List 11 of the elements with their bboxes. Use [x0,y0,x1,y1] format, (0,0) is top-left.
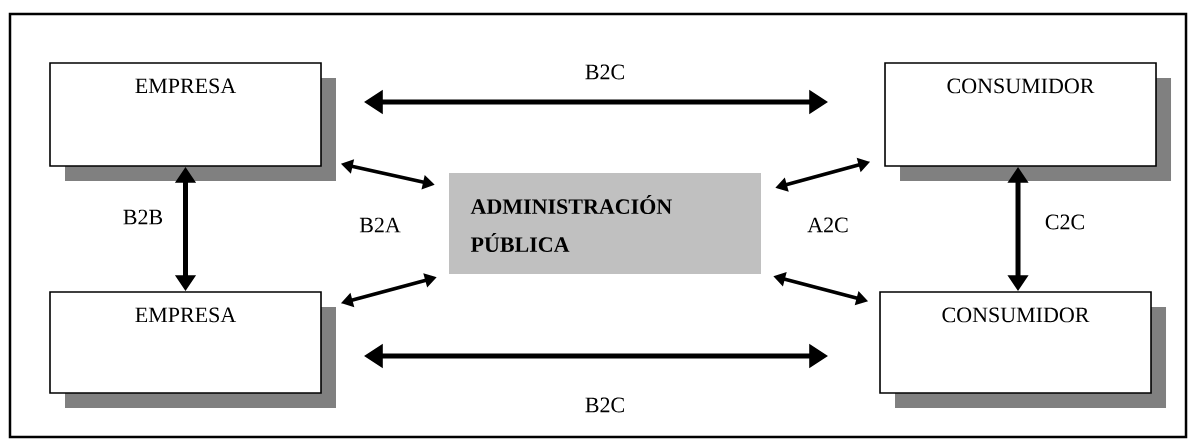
relation-label: A2C [807,217,848,233]
shadowed-box: EMPRESA [49,62,336,181]
shadowed-box: CONSUMIDOR [884,62,1171,181]
agency-box: ADMINISTRACIÓN PÚBLICA [449,173,761,274]
edge-label: B2B [121,208,165,226]
relation-label: B2A [359,217,401,233]
edge-label: B2C [583,63,627,81]
edge-label: C2C [1043,213,1087,231]
edge-label: B2C [583,396,627,414]
shadowed-box: EMPRESA [49,291,336,408]
shadowed-box: CONSUMIDOR [879,291,1166,408]
